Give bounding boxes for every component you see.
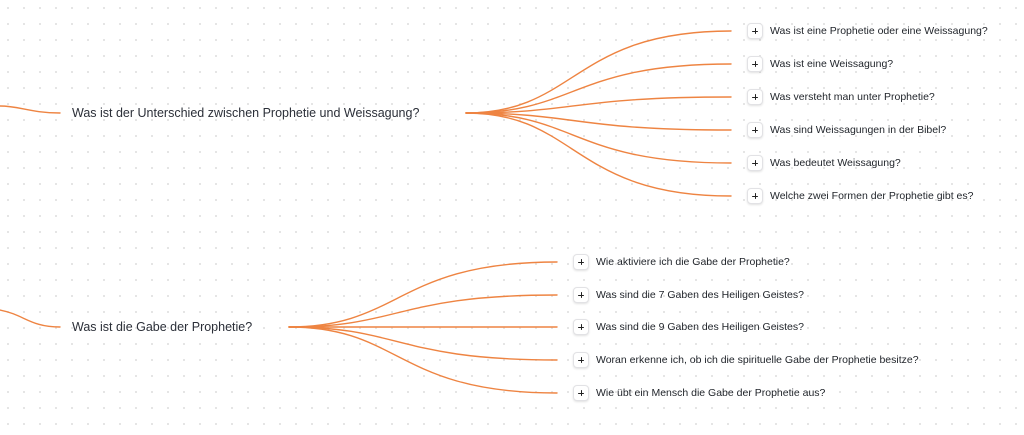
plus-icon <box>574 255 588 269</box>
incoming-edges <box>0 105 61 328</box>
plus-icon <box>574 353 588 367</box>
topic-node-unterschied[interactable]: Was ist der Unterschied zwischen Prophet… <box>72 106 420 120</box>
plus-icon <box>748 156 762 170</box>
subtopic-label: Was ist eine Weissagung? <box>770 58 894 70</box>
subtopic-label: Was sind Weissagungen in der Bibel? <box>770 124 947 136</box>
subtopic-node[interactable]: Woran erkenne ich, ob ich die spirituell… <box>573 351 919 369</box>
plus-icon <box>748 90 762 104</box>
subtopic-node[interactable]: Wie aktiviere ich die Gabe der Prophetie… <box>573 253 790 271</box>
connector-line <box>465 63 732 114</box>
connector-line <box>465 30 732 114</box>
subtopic-node[interactable]: Welche zwei Formen der Prophetie gibt es… <box>747 187 974 205</box>
subtopic-node[interactable]: Was versteht man unter Prophetie? <box>747 88 935 106</box>
expand-button[interactable] <box>747 188 763 204</box>
connector-line <box>288 326 558 361</box>
connector-line <box>288 261 558 328</box>
subtopic-node[interactable]: Was sind die 7 Gaben des Heiligen Geiste… <box>573 286 804 304</box>
expand-button[interactable] <box>747 155 763 171</box>
subtopic-node[interactable]: Wie übt ein Mensch die Gabe der Propheti… <box>573 384 825 402</box>
plus-icon <box>748 24 762 38</box>
subtopic-label: Was sind die 7 Gaben des Heiligen Geiste… <box>596 289 804 301</box>
plus-icon <box>748 57 762 71</box>
subtopic-label: Welche zwei Formen der Prophetie gibt es… <box>770 190 974 202</box>
connector-line <box>465 112 732 197</box>
subtopic-label: Woran erkenne ich, ob ich die spirituell… <box>596 354 919 366</box>
expand-button[interactable] <box>747 89 763 105</box>
plus-icon <box>574 386 588 400</box>
expand-button[interactable] <box>747 122 763 138</box>
subtopic-node[interactable]: Was sind die 9 Gaben des Heiligen Geiste… <box>573 318 804 336</box>
subtopic-label: Was bedeutet Weissagung? <box>770 157 901 169</box>
incoming-connector <box>0 105 61 114</box>
subtopic-node[interactable]: Was bedeutet Weissagung? <box>747 154 901 172</box>
subtopic-label: Wie übt ein Mensch die Gabe der Propheti… <box>596 387 826 399</box>
incoming-connector <box>0 309 61 328</box>
expand-button[interactable] <box>747 23 763 39</box>
subtopic-label: Was ist eine Prophetie oder eine Weissag… <box>770 25 988 37</box>
subtopic-label: Was sind die 9 Gaben des Heiligen Geiste… <box>596 321 804 333</box>
topic-node-gabe[interactable]: Was ist die Gabe der Prophetie? <box>72 320 253 334</box>
expand-button[interactable] <box>573 352 589 368</box>
plus-icon <box>574 288 588 302</box>
subtopic-node[interactable]: Was ist eine Prophetie oder eine Weissag… <box>747 22 988 40</box>
expand-button[interactable] <box>573 287 589 303</box>
connector-line <box>288 326 558 394</box>
connector-line <box>465 96 732 114</box>
plus-icon <box>574 320 588 334</box>
expand-button[interactable] <box>747 56 763 72</box>
subtopic-label: Wie aktiviere ich die Gabe der Prophetie… <box>596 256 790 268</box>
child-edges <box>288 30 732 394</box>
expand-button[interactable] <box>573 254 589 270</box>
connector-line <box>465 112 732 131</box>
connector-line <box>288 294 558 328</box>
subtopic-node[interactable]: Was ist eine Weissagung? <box>747 55 893 73</box>
plus-icon <box>748 123 762 137</box>
plus-icon <box>748 189 762 203</box>
subtopic-label: Was versteht man unter Prophetie? <box>770 91 935 103</box>
expand-button[interactable] <box>573 385 589 401</box>
expand-button[interactable] <box>573 319 589 335</box>
connector-line <box>465 112 732 164</box>
subtopic-node[interactable]: Was sind Weissagungen in der Bibel? <box>747 121 946 139</box>
